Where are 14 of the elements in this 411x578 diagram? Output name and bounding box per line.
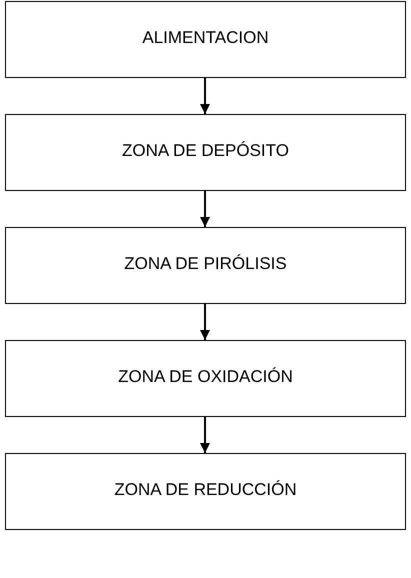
process-box <box>5 453 406 530</box>
box-label: ZONA DE PIRÓLISIS <box>124 253 287 274</box>
box-label: ALIMENTACION <box>142 27 269 48</box>
box-label: ZONA DE REDUCCIÓN <box>114 479 297 500</box>
process-box <box>5 340 406 417</box>
arrow <box>200 304 210 340</box>
arrow <box>200 78 210 114</box>
arrow <box>200 191 210 227</box>
process-box <box>5 114 406 191</box>
arrow <box>200 417 210 453</box>
box-label: ZONA DE DEPÓSITO <box>122 140 289 162</box>
box-label: ZONA DE OXIDACIÓN <box>118 366 293 388</box>
process-box <box>5 227 406 304</box>
process-box <box>5 1 406 78</box>
